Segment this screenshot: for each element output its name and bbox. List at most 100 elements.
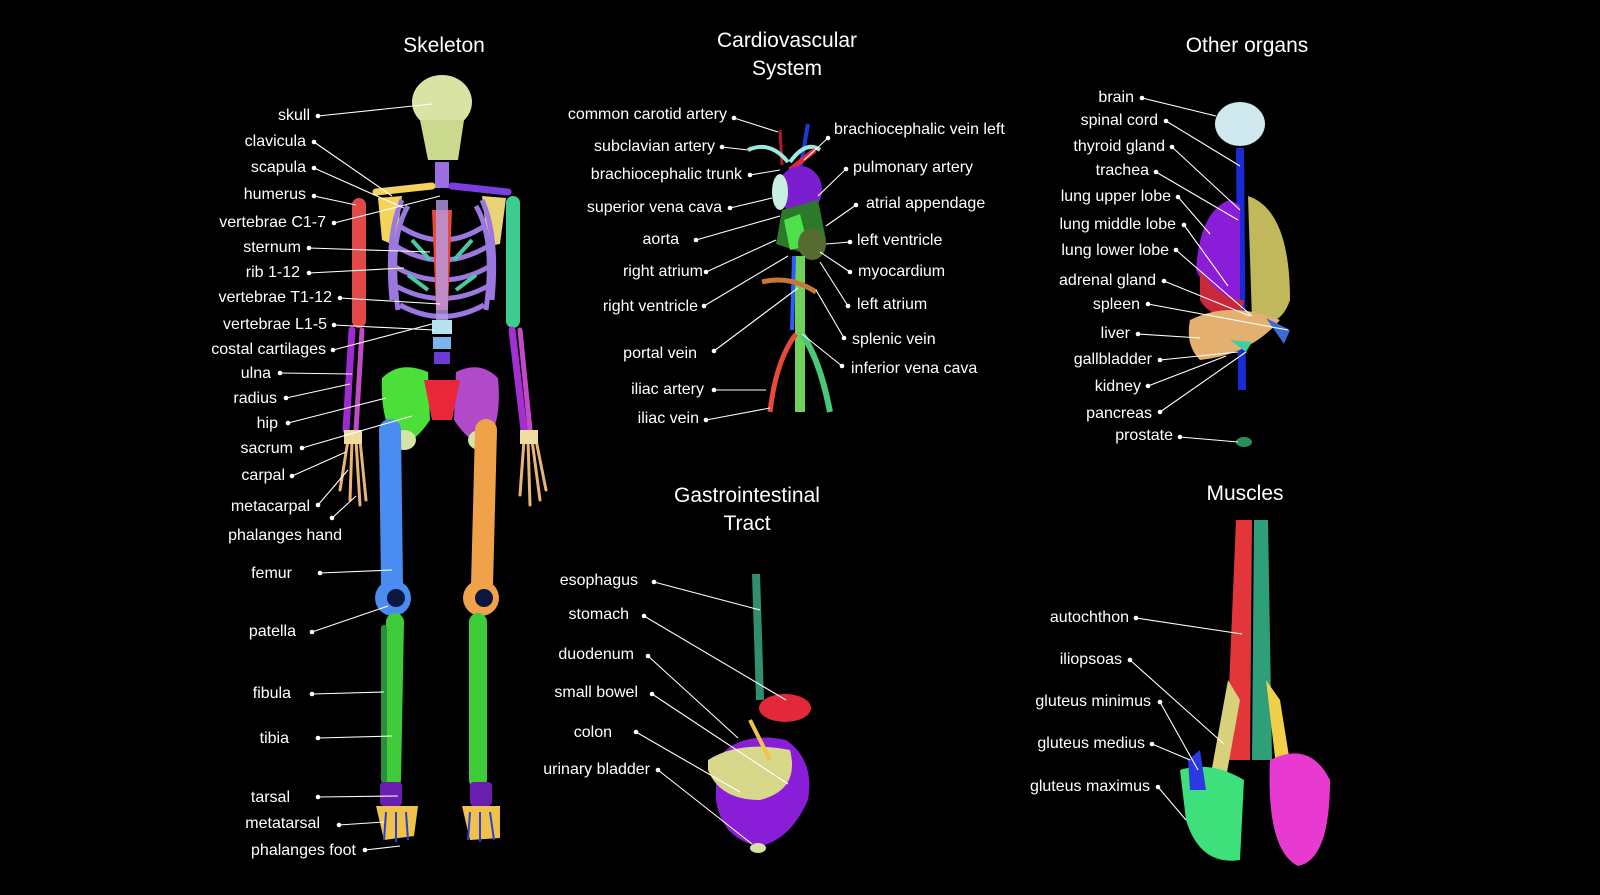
gi-title: Gastrointestinal Tract <box>674 484 820 535</box>
label-spinal-cord: spinal cord <box>1080 112 1158 129</box>
leader-line <box>705 407 771 421</box>
leader-dot <box>306 245 312 251</box>
leader-line <box>1177 196 1211 235</box>
label-thyroid-gland: thyroid gland <box>1073 138 1165 155</box>
leader-dot <box>306 270 312 276</box>
muscles-title: Muscles <box>1206 482 1284 505</box>
leader-line <box>1171 146 1241 211</box>
leader-line <box>705 239 777 273</box>
leader-dot <box>317 570 323 576</box>
leader-dot <box>1157 699 1163 705</box>
label-fibula: fibula <box>252 685 291 702</box>
leader-line <box>313 141 393 197</box>
leader-line <box>635 731 741 793</box>
label-tibia: tibia <box>259 730 289 747</box>
label-humerus: humerus <box>243 186 306 203</box>
leader-line <box>319 569 393 574</box>
leader-line <box>1159 351 1239 361</box>
leader-line <box>339 297 441 305</box>
leader-dot <box>845 303 851 309</box>
label-vertebrae-l1-5: vertebrae L1-5 <box>222 316 327 333</box>
leader-dot <box>315 502 321 508</box>
leader-dot <box>315 794 321 800</box>
leader-dot <box>1139 95 1145 101</box>
leader-line <box>825 204 857 227</box>
leader-line <box>657 769 753 845</box>
leader-dot <box>1175 194 1181 200</box>
leader-line <box>308 247 431 253</box>
label-patella: patella <box>248 623 296 640</box>
label-kidney: kidney <box>1094 378 1141 395</box>
leader-line <box>333 324 435 331</box>
leader-dot <box>315 113 321 119</box>
label-brain: brain <box>1098 89 1134 106</box>
leader-dot <box>1153 169 1159 175</box>
label-subclavian-artery: subclavian artery <box>594 138 715 155</box>
other-organs-title: Other organs <box>1185 34 1309 57</box>
leader-dot <box>330 347 336 353</box>
leader-dot <box>747 172 753 178</box>
label-gluteus-maximus: gluteus maximus <box>1029 778 1150 795</box>
label-gallbladder: gallbladder <box>1073 351 1152 368</box>
label-femur: femur <box>251 565 292 582</box>
leader-dot <box>839 363 845 369</box>
muscles-figure <box>1180 520 1330 866</box>
leader-line <box>825 241 851 245</box>
leader-line <box>1165 120 1241 167</box>
leader-line <box>333 195 441 224</box>
label-liver: liver <box>1100 325 1130 342</box>
leader-line <box>317 795 399 798</box>
leader-line <box>1141 97 1217 117</box>
label-inferior-vena-cava: inferior vena cava <box>851 360 978 377</box>
leader-dot <box>633 729 639 735</box>
leader-line <box>332 323 433 351</box>
leader-line <box>313 167 405 209</box>
leader-line <box>1159 351 1247 413</box>
leader-dot <box>285 420 291 426</box>
leader-dot <box>283 395 289 401</box>
leader-dot <box>362 847 368 853</box>
leader-line <box>1179 436 1239 443</box>
leader-line <box>713 287 799 352</box>
leader-dot <box>1161 278 1167 284</box>
label-colon: colon <box>573 724 612 741</box>
label-common-carotid-artery: common carotid artery <box>567 106 727 123</box>
label-ulna: ulna <box>240 365 271 382</box>
leader-line <box>1151 743 1191 761</box>
label-gluteus-medius: gluteus medius <box>1037 735 1145 752</box>
leader-line <box>1159 701 1199 771</box>
leader-dot <box>1181 222 1187 228</box>
leader-dot <box>719 144 725 150</box>
label-iliac-artery: iliac artery <box>631 381 704 398</box>
label-lung-upper-lobe: lung upper lobe <box>1060 188 1171 205</box>
skeleton-figure <box>338 75 548 842</box>
label-sternum: sternum <box>243 239 301 256</box>
leader-line <box>801 333 843 367</box>
leader-line <box>313 195 357 206</box>
label-metacarpal: metacarpal <box>230 498 310 515</box>
leader-line <box>331 495 357 519</box>
label-spleen: spleen <box>1092 296 1140 313</box>
label-right-ventricle: right ventricle <box>602 298 698 315</box>
leader-dot <box>703 269 709 275</box>
label-rib-1-12: rib 1-12 <box>245 264 300 281</box>
label-prostate: prostate <box>1115 427 1173 444</box>
label-vertebrae-c1-7: vertebrae C1-7 <box>219 214 326 231</box>
label-vertebrae-t1-12: vertebrae T1-12 <box>218 289 332 306</box>
leader-dot <box>1157 409 1163 415</box>
leader-line <box>1129 659 1225 745</box>
label-autochthon: autochthon <box>1049 609 1129 626</box>
leader-line <box>643 615 787 701</box>
leader-dot <box>1163 118 1169 124</box>
label-costal-cartilages: costal cartilages <box>211 341 326 358</box>
label-clavicula: clavicula <box>244 133 306 150</box>
leader-dot <box>1177 434 1183 440</box>
leader-dot <box>331 220 337 226</box>
label-sacrum: sacrum <box>240 440 293 457</box>
leader-dot <box>311 139 317 145</box>
other-organs-figure <box>1188 102 1290 447</box>
leader-dot <box>329 515 335 521</box>
leader-line <box>364 845 401 851</box>
leader-dot <box>1173 247 1179 253</box>
